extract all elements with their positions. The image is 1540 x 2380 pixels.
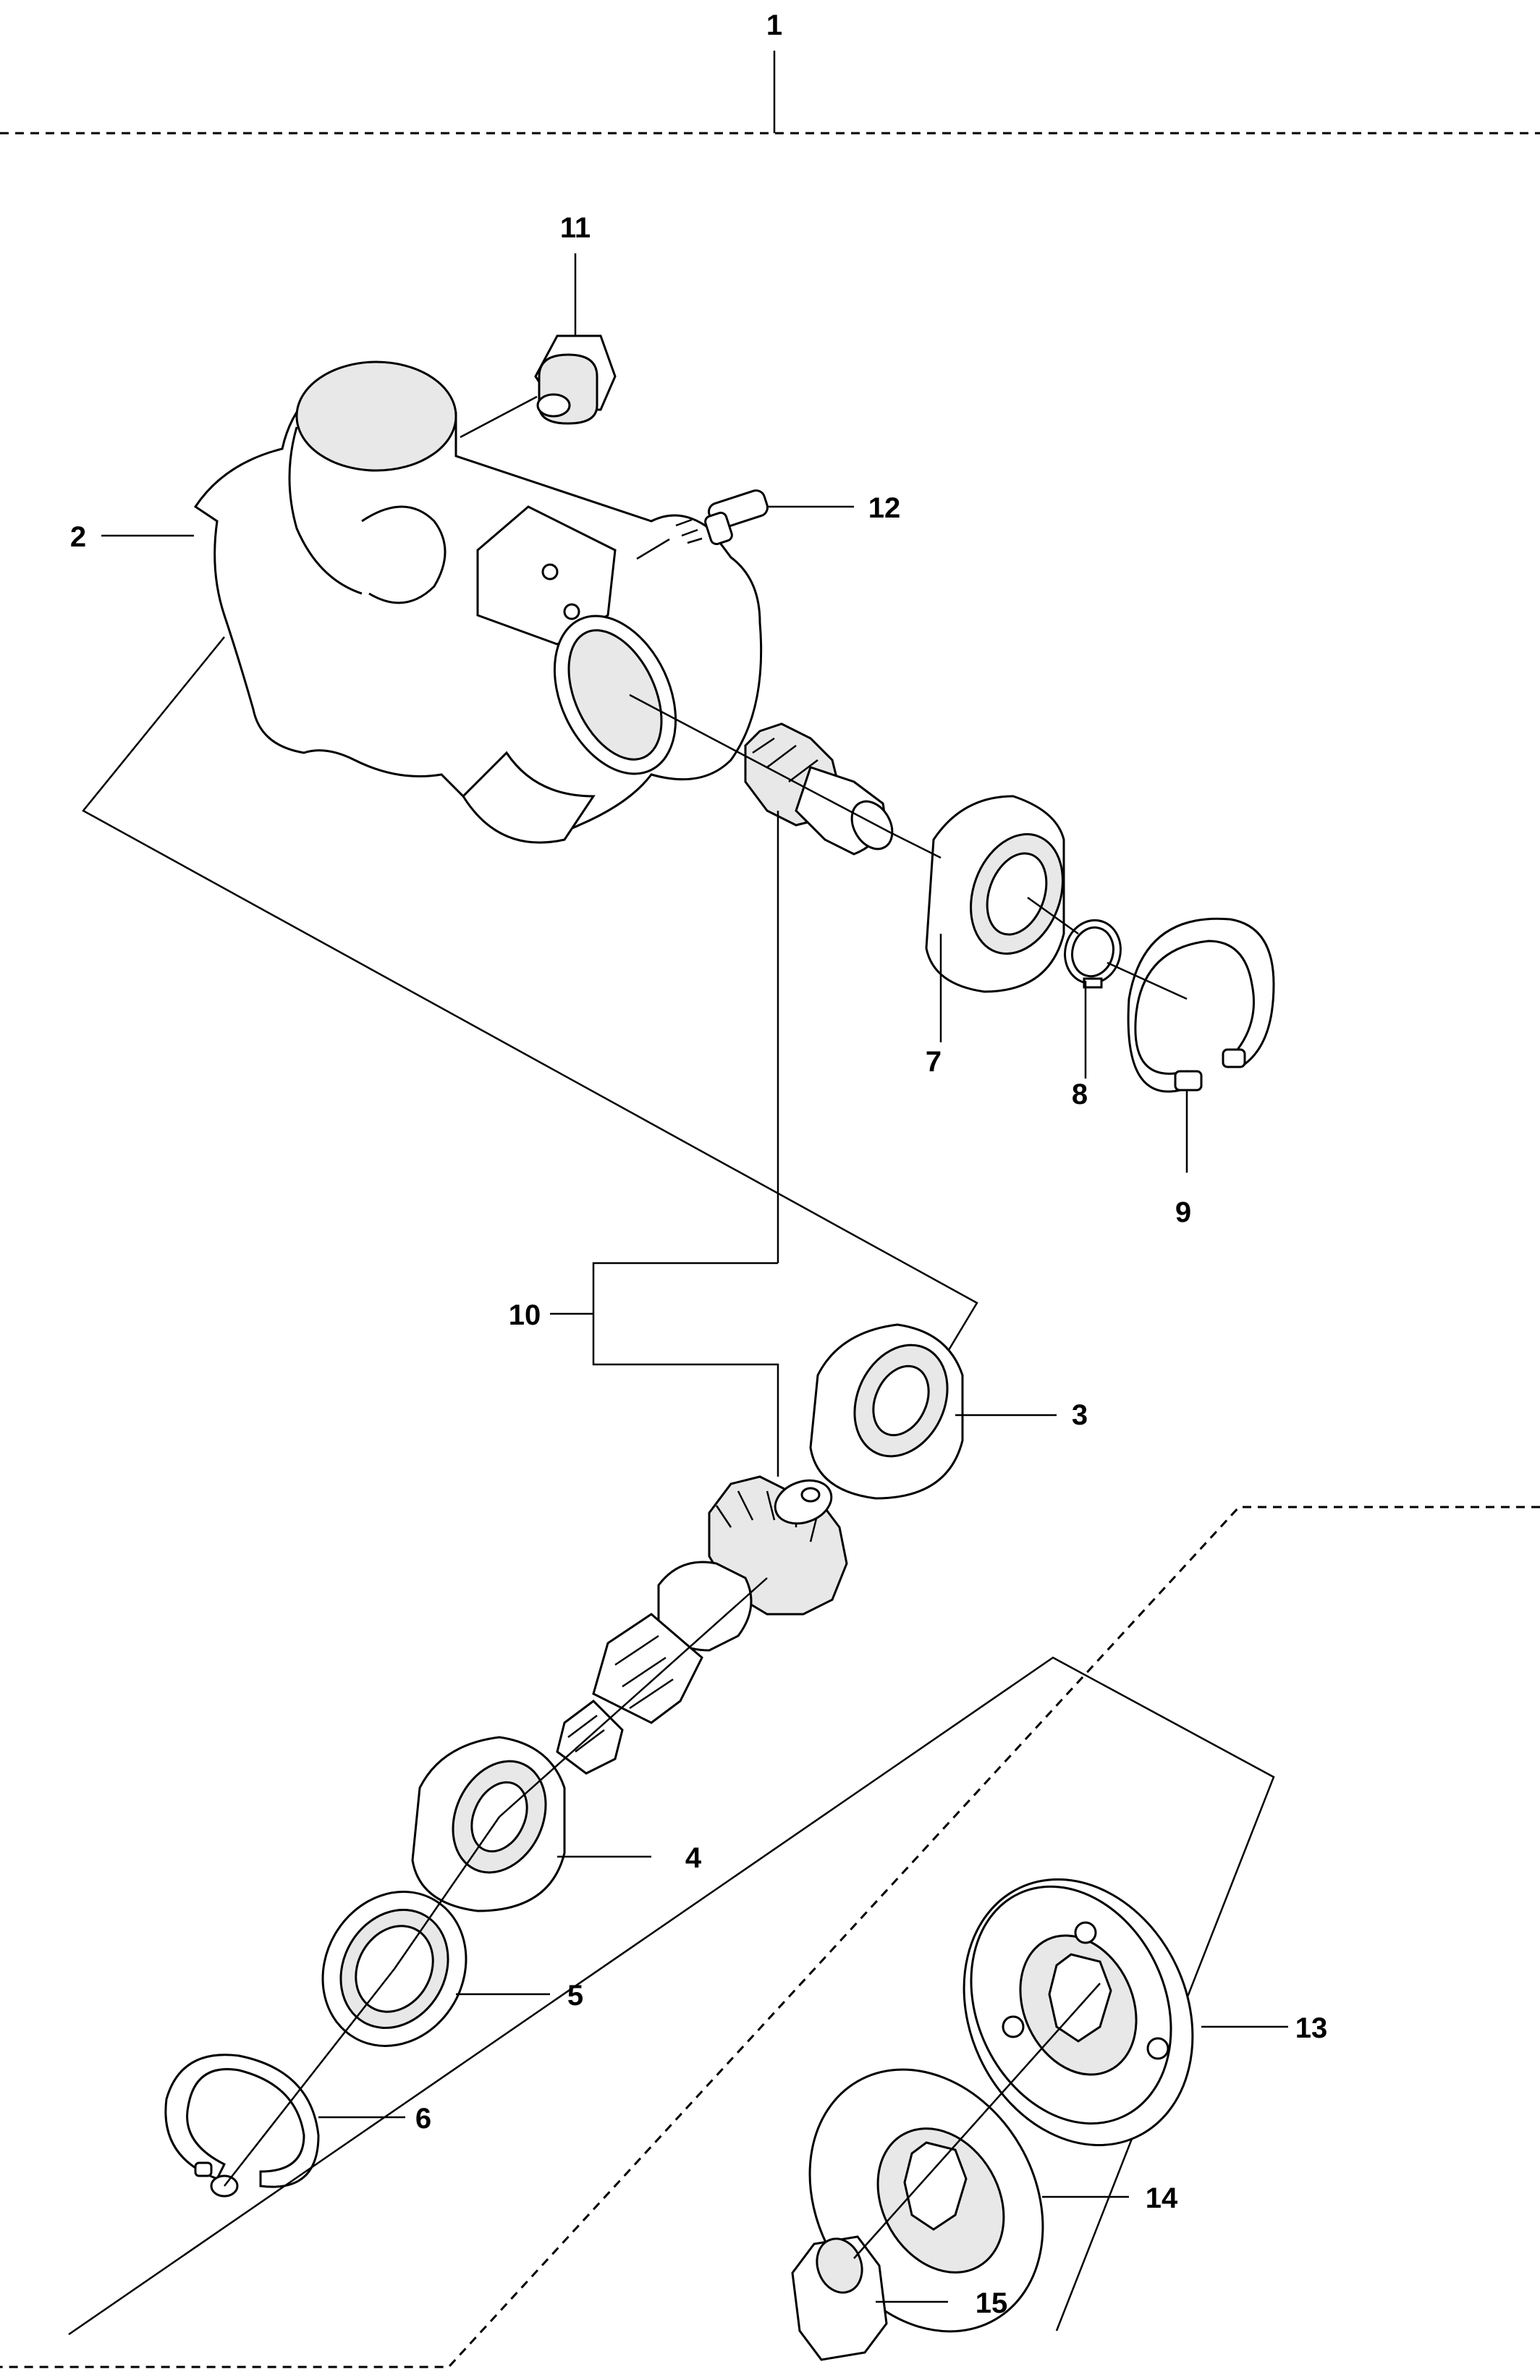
gear-shaft-lower-part-10 bbox=[556, 1475, 848, 1775]
callout-11: 11 bbox=[560, 212, 591, 244]
ring-part-8 bbox=[1064, 919, 1122, 989]
axis-lines-hub bbox=[853, 1983, 1101, 2259]
axis-lines-upper bbox=[82, 636, 1188, 1376]
screw-part-12 bbox=[636, 489, 854, 560]
callout-15: 15 bbox=[976, 2287, 1008, 2319]
leader-lines-upper bbox=[101, 534, 1188, 1173]
callout-12: 12 bbox=[868, 492, 901, 524]
circlip-part-6 bbox=[164, 2054, 405, 2198]
callout-2: 2 bbox=[70, 521, 86, 553]
callout-1: 1 bbox=[766, 9, 782, 41]
gear-housing-part-2 bbox=[193, 360, 763, 844]
callout-14: 14 bbox=[1146, 2182, 1178, 2214]
callout-13: 13 bbox=[1295, 2012, 1328, 2044]
callout-8: 8 bbox=[1072, 1079, 1088, 1110]
part-10-bracket bbox=[550, 811, 779, 1477]
bearing-part-3 bbox=[809, 1323, 1057, 1500]
nut-part-15 bbox=[791, 2235, 948, 2361]
pinion-gear-upper-part-10 bbox=[744, 722, 894, 856]
group-lower-boundary bbox=[0, 1506, 1540, 2368]
group-1-boundary bbox=[0, 51, 1540, 135]
circlip-part-9 bbox=[1127, 917, 1275, 1093]
callout-6: 6 bbox=[415, 2103, 431, 2135]
drive-disc-part-13 bbox=[962, 1878, 1288, 2146]
axis-lines-lower bbox=[224, 1577, 768, 2187]
plug-screw-part-11 bbox=[460, 253, 617, 439]
callout-9: 9 bbox=[1175, 1197, 1191, 1228]
bearing-part-4 bbox=[411, 1736, 651, 1912]
callout-3: 3 bbox=[1072, 1399, 1088, 1431]
bearing-part-7 bbox=[925, 795, 1065, 993]
callout-4: 4 bbox=[685, 1842, 702, 1874]
callout-labels: 1 2 3 4 5 6 7 8 9 10 11 12 13 14 15 bbox=[70, 9, 1327, 2319]
callout-5: 5 bbox=[567, 1980, 583, 2012]
callout-7: 7 bbox=[926, 1046, 942, 1078]
callout-10: 10 bbox=[509, 1299, 541, 1331]
